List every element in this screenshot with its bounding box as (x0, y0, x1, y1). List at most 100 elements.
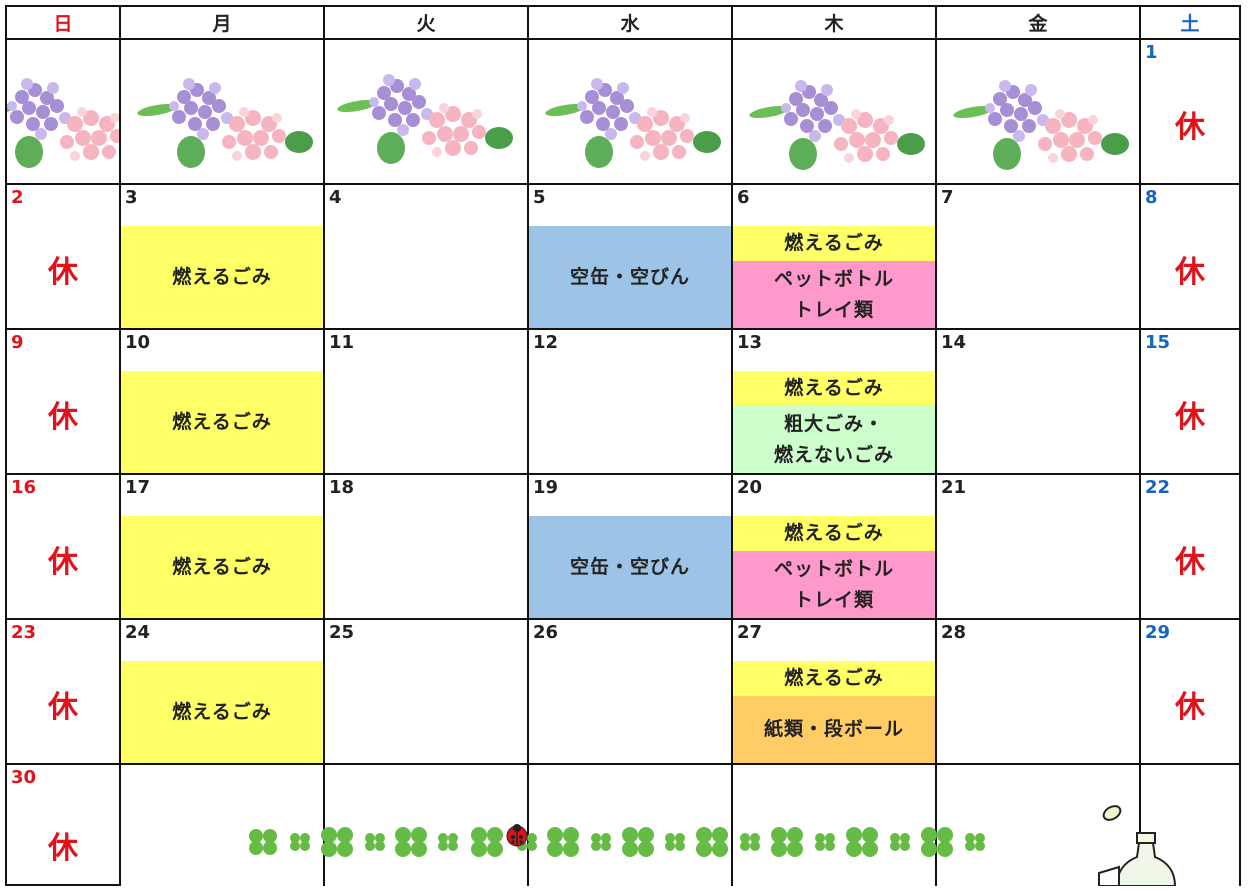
clover-icon (815, 833, 835, 851)
weekday-mon: 月 (121, 5, 325, 40)
day-number: 19 (533, 477, 559, 498)
day-number: 17 (125, 477, 151, 498)
day-number: 29 (1145, 622, 1171, 643)
clover-icon (471, 827, 503, 857)
clover-icon (321, 827, 353, 857)
clover-garland (249, 824, 985, 857)
clover-icon (740, 833, 760, 851)
empty-cell (325, 765, 529, 886)
day-cell-25: 25 (325, 620, 529, 765)
day-cell-2: 2 休 (5, 185, 121, 330)
burnable-garbage-band: 燃えるごみ (733, 661, 935, 696)
day-cell-4: 4 (325, 185, 529, 330)
day-cell-5: 5 空缶・空びん (529, 185, 733, 330)
day-cell-22: 22 休 (1141, 475, 1241, 620)
clover-icon (438, 833, 458, 851)
day-cell-16: 16 休 (5, 475, 121, 620)
clover-icon (591, 833, 611, 851)
burnable-garbage-band: 燃えるごみ (733, 371, 935, 406)
day-cell-19: 19 空缶・空びん (529, 475, 733, 620)
day-cell-7: 7 (937, 185, 1141, 330)
clover-icon (696, 827, 728, 857)
pet-bottles-line2: トレイ類 (793, 588, 874, 611)
burnable-garbage-band: 燃えるごみ (121, 516, 323, 618)
day-cell-13: 13 燃えるごみ 粗大ごみ・ 燃えないごみ (733, 330, 937, 475)
day-number: 25 (329, 622, 355, 643)
day-number: 13 (737, 332, 763, 353)
clover-icon (622, 827, 654, 857)
day-cell-18: 18 (325, 475, 529, 620)
day-number: 7 (941, 187, 954, 208)
day-number: 6 (737, 187, 750, 208)
day-number: 12 (533, 332, 559, 353)
hydrangea-cell (121, 40, 325, 185)
hydrangea-icon (129, 62, 319, 172)
day-cell-8: 8 休 (1141, 185, 1241, 330)
clover-icon (395, 827, 427, 857)
bulky-garbage-band: 粗大ごみ・ 燃えないごみ (733, 406, 935, 473)
day-cell-17: 17 燃えるごみ (121, 475, 325, 620)
clover-icon (965, 833, 985, 851)
holiday-mark: 休 (48, 400, 78, 435)
bulky-garbage-line1: 粗大ごみ・ (783, 412, 884, 435)
day-number: 11 (329, 332, 355, 353)
holiday-mark: 休 (1175, 400, 1205, 435)
hydrangea-icon (537, 62, 727, 172)
weekday-thu: 木 (733, 5, 937, 40)
hydrangea-cell (5, 40, 121, 185)
hydrangea-cell (325, 40, 529, 185)
hydrangea-icon (329, 58, 519, 168)
clover-icon (249, 829, 277, 855)
holiday-mark: 休 (48, 831, 78, 866)
day-cell-23: 23 休 (5, 620, 121, 765)
burnable-garbage-band: 燃えるごみ (121, 661, 323, 763)
ladybug-icon (506, 824, 528, 847)
day-cell-20: 20 燃えるごみ ペットボトル トレイ類 (733, 475, 937, 620)
day-cell-30: 30 休 (5, 765, 121, 886)
weekday-tue: 火 (325, 5, 529, 40)
day-number: 15 (1145, 332, 1171, 353)
day-number: 28 (941, 622, 967, 643)
day-number: 8 (1145, 187, 1158, 208)
cans-bottles-band: 空缶・空びん (529, 516, 731, 618)
day-number: 26 (533, 622, 559, 643)
day-number: 5 (533, 187, 546, 208)
clover-icon (921, 827, 953, 857)
day-cell-28: 28 (937, 620, 1141, 765)
day-cell-1: 1 休 (1141, 40, 1241, 185)
pet-bottles-band: ペットボトル トレイ類 (733, 261, 935, 328)
day-number: 21 (941, 477, 967, 498)
holiday-mark: 休 (48, 255, 78, 290)
pet-bottles-line1: ペットボトル (773, 267, 894, 290)
weekday-wed: 水 (529, 5, 733, 40)
weekday-sat: 土 (1141, 5, 1241, 40)
pet-bottles-line1: ペットボトル (773, 557, 894, 580)
day-number: 2 (11, 187, 24, 208)
holiday-mark: 休 (48, 545, 78, 580)
day-cell-27: 27 燃えるごみ 紙類・段ボール (733, 620, 937, 765)
burnable-garbage-band: 燃えるごみ (121, 226, 323, 328)
empty-cell (733, 765, 937, 886)
day-number: 1 (1145, 42, 1158, 63)
holiday-mark: 休 (1175, 545, 1205, 580)
cans-bottles-band: 空缶・空びん (529, 226, 731, 328)
day-number: 14 (941, 332, 967, 353)
day-cell-24: 24 燃えるごみ (121, 620, 325, 765)
clover-icon (890, 833, 910, 851)
empty-cell (529, 765, 733, 886)
hydrangea-icon (5, 62, 121, 172)
hydrangea-cell (529, 40, 733, 185)
clover-icon (290, 833, 310, 851)
burnable-garbage-band: 燃えるごみ (733, 516, 935, 551)
hydrangea-icon (945, 64, 1135, 174)
day-cell-12: 12 (529, 330, 733, 475)
day-cell-14: 14 (937, 330, 1141, 475)
day-number: 18 (329, 477, 355, 498)
hydrangea-cell (937, 40, 1141, 185)
day-cell-9: 9 休 (5, 330, 121, 475)
day-number: 20 (737, 477, 763, 498)
holiday-mark: 休 (48, 690, 78, 725)
clover-icon (547, 827, 579, 857)
holiday-mark: 休 (1175, 255, 1205, 290)
day-number: 24 (125, 622, 151, 643)
